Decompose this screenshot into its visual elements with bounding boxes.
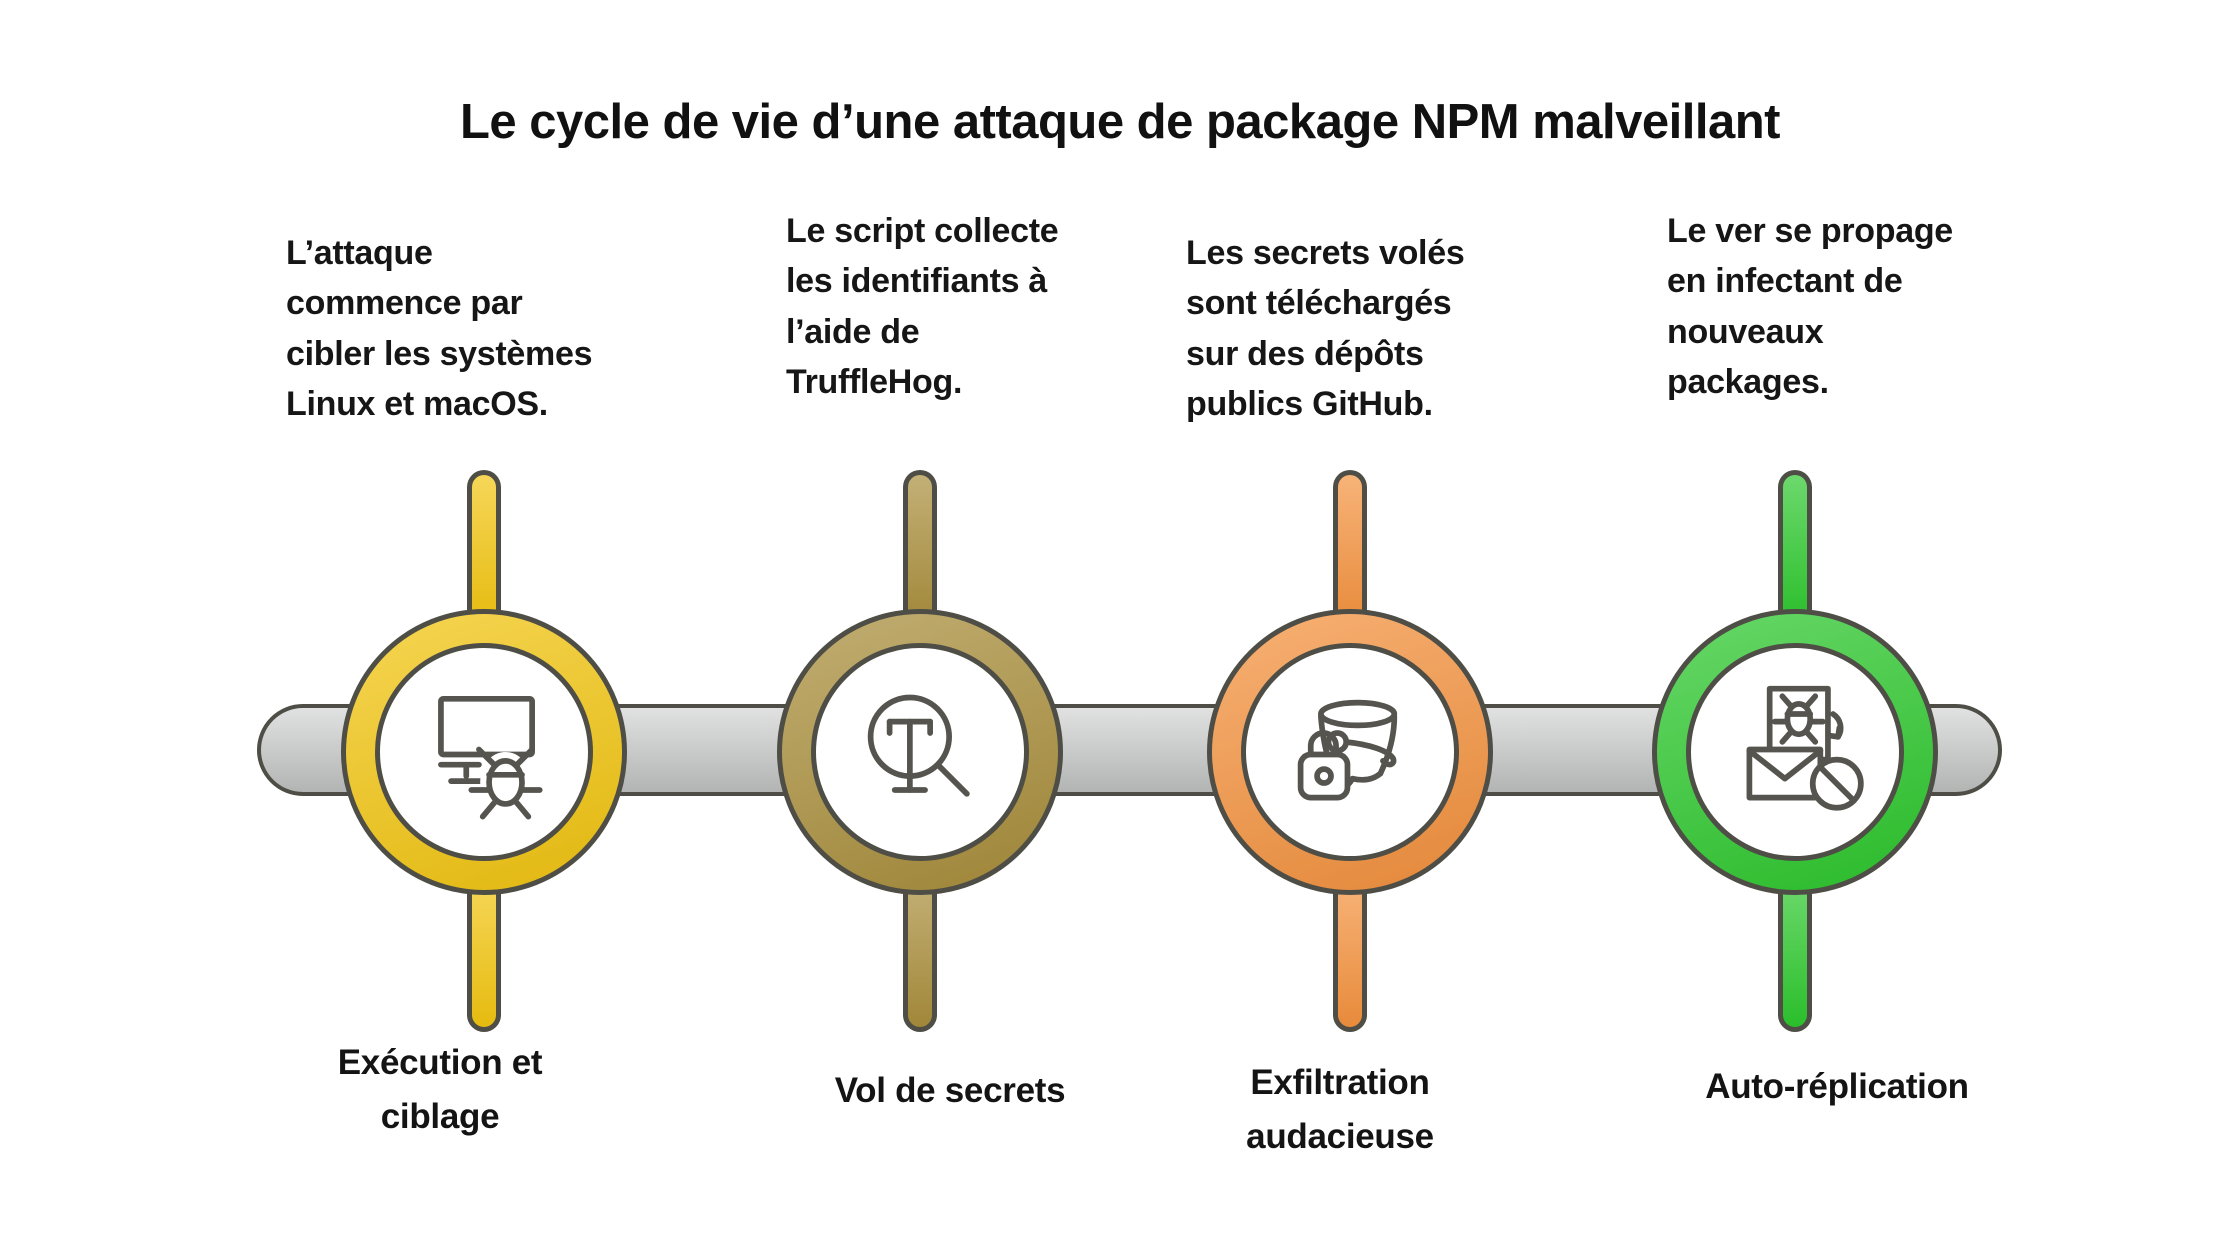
- stage-description: Le script collecte les identifiants à l’…: [786, 212, 1059, 401]
- stage-node-disc: [375, 643, 593, 861]
- stage-node-ring: [1207, 609, 1493, 895]
- bucket-lock-icon: [1297, 699, 1398, 801]
- monitor-bug-icon: [438, 695, 543, 820]
- stage-connector-top: [1778, 470, 1812, 625]
- stage-label: Exfiltration audacieuse: [1246, 1063, 1434, 1157]
- mail-worm-icon: [1746, 685, 1864, 811]
- stage-label: Auto-réplication: [1705, 1067, 1969, 1106]
- stage-connector-top: [467, 470, 501, 625]
- stage-connector-top: [903, 470, 937, 625]
- stage-label: Exécution et ciblage: [337, 1043, 543, 1137]
- page-title: Le cycle de vie d’une attaque de package…: [459, 95, 1781, 149]
- stage-node-ring: [341, 609, 627, 895]
- stage-connector-top: [1333, 470, 1367, 625]
- stage-description: L’attaque commence par cibler les systèm…: [286, 234, 593, 423]
- stage-description: Les secrets volés sont téléchargés sur d…: [1186, 234, 1465, 423]
- stage-connector-bottom: [1333, 880, 1367, 1032]
- stage-label: Vol de secrets: [834, 1071, 1066, 1110]
- search-text-icon: [867, 694, 970, 797]
- stage-node-ring: [777, 609, 1063, 895]
- stage-node-disc: [811, 643, 1029, 861]
- stage-description: Le ver se propage en infectant de nouvea…: [1667, 212, 1953, 401]
- stage-node-ring: [1652, 609, 1938, 895]
- stage-connector-bottom: [903, 880, 937, 1032]
- stage-node-disc: [1686, 643, 1904, 861]
- stage-connector-bottom: [467, 880, 501, 1032]
- stage-node-disc: [1241, 643, 1459, 861]
- stage-connector-bottom: [1778, 880, 1812, 1032]
